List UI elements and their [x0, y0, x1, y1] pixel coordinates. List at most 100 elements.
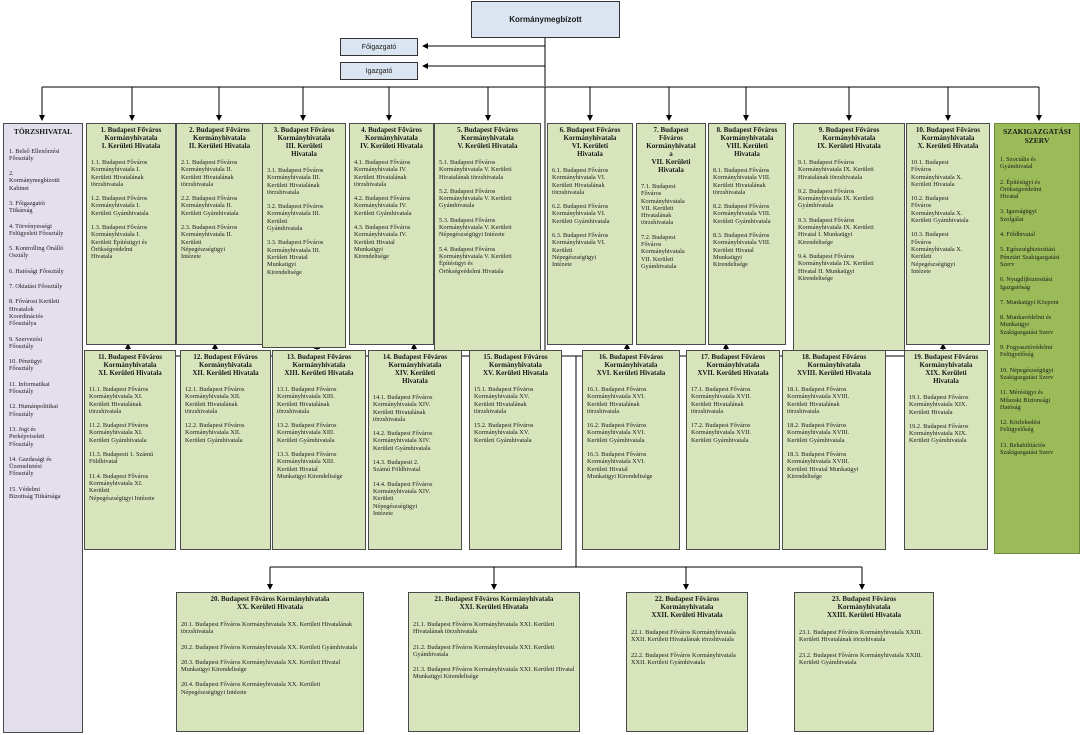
district-office-item: 2.3. Budapest Főváros Kormányhivatala II… [181, 224, 238, 261]
district-office-item: 6.1. Budapest Főváros Kormányhivatala VI… [552, 167, 609, 196]
district-office-item: 18.1. Budapest Főváros Kormányhivatala X… [787, 386, 850, 415]
district-office-item: 16.1. Budapest Főváros Kormányhivatala X… [587, 386, 647, 415]
district-office-item: 13.1. Budapest Főváros Kormányhivatala X… [277, 386, 337, 415]
district-office-title: 19. Budapest Főváros Kormányhivatala XIX… [913, 353, 979, 385]
district-office-title: 21. Budapest Főváros Kormányhivatala XXI… [434, 595, 554, 611]
torzshivatal-item: 1. Belső Ellenőrzési Főosztály [9, 147, 60, 162]
district-office-title: 10. Budapest Főváros Kormányhivatala X. … [915, 126, 981, 150]
district-office-item: 8.3. Budapest Főváros Kormányhivatala VI… [713, 232, 771, 269]
district-office-item: 20.4. Budapest Főváros Kormányhivatala X… [181, 681, 321, 696]
district-office-item: 13.3. Budapest Főváros Kormányhivatala X… [277, 451, 343, 480]
torzshivatal-box: TÖRZSHIVATAL 1. Belső Ellenőrzési Főoszt… [3, 123, 83, 733]
district-office-item: 20.1. Budapest Főváros Kormányhivatala X… [181, 621, 353, 636]
district-office-title: 16. Budapest Főváros Kormányhivatala XVI… [596, 353, 666, 377]
district-office-item: 3.3. Budapest Főváros Kormányhivatala II… [267, 239, 324, 276]
district-office-items: 13.1. Budapest Főváros Kormányhivatala X… [273, 377, 365, 480]
district-office-item: 14.4. Budapest Főváros Kormányhivatala X… [373, 480, 433, 517]
district-office-item: 14.2. Budapest Főváros Kormányhivatala X… [373, 430, 433, 452]
district-office-title: 22. Budapest Főváros Kormányhivatala XXI… [651, 595, 723, 619]
district-office-box: 22. Budapest Főváros Kormányhivatala XXI… [626, 592, 748, 732]
fofigazgato-label: Főigazgató [361, 43, 397, 51]
szakigazgatasi-item: 8. Munkavédelmi és Munkaügyi Szakigazgat… [1000, 314, 1054, 336]
district-office-title: 23. Budapest Főváros Kormányhivatala XXI… [826, 595, 902, 619]
district-office-title: 6. Budapest Főváros Kormányhivatala VI. … [559, 126, 621, 158]
district-office-item: 15.1. Budapest Főváros Kormányhivatala X… [474, 386, 534, 415]
district-office-items: 20.1. Budapest Főváros Kormányhivatala X… [177, 611, 363, 696]
district-office-item: 8.1. Budapest Főváros Kormányhivatala VI… [713, 167, 771, 196]
district-office-items: 19.1. Budapest Főváros Kormányhivatala X… [905, 385, 987, 445]
torzshivatal-item: 7. Oktatási Főosztály [9, 283, 63, 291]
district-office-title: 15. Budapest Főváros Kormányhivatala XV.… [482, 353, 548, 377]
district-office-item: 17.2. Budapest Főváros Kormányhivatala X… [691, 422, 752, 444]
district-office-item: 4.1. Budapest Főváros Kormányhivatala IV… [354, 159, 411, 188]
district-office-item: 11.3. Budapesti 1. Számú Földhivatal [89, 451, 154, 466]
district-office-item: 10.1. Budapest Főváros Kormányhivatala X… [911, 159, 963, 188]
district-office-item: 11.1. Budapest Főváros Kormányhivatala X… [89, 386, 149, 415]
district-office-item: 5.2. Budapest Főváros Kormányhivatala V.… [439, 187, 512, 210]
torzshivatal-item: 13. Jogi és Perképviseleti Főosztály [9, 425, 45, 448]
district-office-item: 9.3. Budapest Főváros Kormányhivatala IX… [798, 216, 874, 246]
szakigazgatasi-item: 6. Nyugdíjbiztosítási Igazgatóság [1000, 276, 1053, 291]
district-office-box: 4. Budapest Főváros Kormányhivatala IV. … [349, 123, 434, 345]
district-office-box: 11. Budapest Főváros Kormányhivatala XI.… [84, 350, 176, 550]
district-office-box: 21. Budapest Főváros Kormányhivatala XXI… [408, 592, 580, 732]
district-office-box: 13. Budapest Főváros Kormányhivatala XII… [272, 350, 366, 550]
district-office-box: 14. Budapest Főváros Kormányhivatala XIV… [368, 350, 462, 550]
district-office-item: 11.4. Budapest Főváros Kormányhivatala X… [89, 472, 155, 502]
district-office-title: 11. Budapest Főváros Kormányhivatala XI.… [98, 353, 162, 377]
szakigazgatasi-item: 13. Rehabilitációs Szakigazgatási Szerv [1000, 441, 1054, 457]
district-office-box: 8. Budapest Főváros Kormányhivatala VIII… [708, 123, 786, 345]
torzshivatal-item: 5. Kontrolling Önálló Osztály [9, 245, 64, 260]
district-office-box: 1. Budapest Főváros Kormányhivatala I. K… [86, 123, 176, 345]
szakigazgatasi-item: 1. Szociális és Gyámhivatal [1000, 156, 1036, 171]
district-office-item: 3.2. Budapest Főváros Kormányhivatala II… [267, 203, 324, 233]
district-office-item: 20.3. Budapest Főváros Kormányhivatala X… [181, 658, 341, 674]
district-office-items: 5.1. Budapest Főváros Kormányhivatala V.… [435, 150, 540, 275]
district-office-title: 1. Budapest Főváros Kormányhivatala I. K… [100, 126, 162, 150]
igazgato-box: Igazgató [340, 62, 418, 80]
szakigazgatasi-box: SZAKIGAZGATÁSI SZERV 1. Szociális és Gyá… [994, 123, 1080, 554]
district-office-box: 23. Budapest Főváros Kormányhivatala XXI… [794, 592, 934, 732]
torzshivatal-item: 8. Fővárosi Kerületi Hivatalok Koordinác… [9, 298, 60, 328]
district-office-title: 4. Budapest Főváros Kormányhivatala IV. … [360, 126, 423, 150]
torzshivatal-item: 3. Főigazgatói Titkárság [9, 199, 46, 215]
district-office-item: 10.3. Budapest Főváros Kormányhivatala X… [911, 231, 963, 275]
district-office-items: 21.1. Budapest Főváros Kormányhivatala X… [409, 611, 579, 681]
district-office-box: 3. Budapest Főváros Kormányhivatala III.… [262, 123, 346, 348]
district-office-item: 9.2. Budapest Főváros Kormányhivatala IX… [798, 187, 874, 210]
district-office-items: 16.1. Budapest Főváros Kormányhivatala X… [583, 377, 679, 480]
district-office-item: 1.1. Budapest Főváros Kormányhivatala I.… [91, 159, 148, 188]
district-office-item: 15.2. Budapest Főváros Kormányhivatala X… [474, 422, 534, 444]
district-office-title: 18. Budapest Főváros Kormányhivatala XVI… [796, 353, 872, 377]
district-office-title: 3. Budapest Főváros Kormányhivatala III.… [273, 126, 335, 158]
torzshivatal-item: 4. Törvényességi Felügyeleti Főosztály [9, 222, 64, 237]
district-office-box: 12. Budapest Főváros Kormányhivatala XII… [180, 350, 271, 550]
district-office-items: 18.1. Budapest Főváros Kormányhivatala X… [783, 377, 885, 480]
district-office-box: 17. Budapest Főváros Kormányhivatala XVI… [686, 350, 780, 550]
district-office-item: 18.2. Budapest Főváros Kormányhivatala X… [787, 422, 850, 444]
district-office-item: 13.2. Budapest Főváros Kormányhivatala X… [277, 422, 337, 444]
district-office-title: 12. Budapest Főváros Kormányhivatala XII… [192, 353, 259, 377]
district-office-items: 10.1. Budapest Főváros Kormányhivatala X… [907, 150, 989, 275]
szakigazgatasi-item: 7. Munkaügyi Központ [1000, 298, 1059, 306]
district-office-title: 14. Budapest Főváros Kormányhivatala XIV… [382, 353, 448, 385]
district-office-item: 21.1. Budapest Főváros Kormányhivatala X… [413, 621, 555, 636]
district-office-box: 15. Budapest Főváros Kormányhivatala XV.… [469, 350, 562, 550]
district-office-item: 12.1. Budapest Főváros Kormányhivatala X… [185, 386, 245, 415]
district-office-title: 5. Budapest Főváros Kormányhivatala V. K… [457, 126, 518, 150]
district-office-item: 21.2. Budapest Főváros Kormányhivatala X… [413, 643, 555, 658]
district-office-item: 3.1. Budapest Főváros Kormányhivatala II… [267, 167, 324, 196]
district-office-item: 18.3. Budapest Főváros Kormányhivatala X… [787, 451, 859, 480]
district-office-items: 12.1. Budapest Főváros Kormányhivatala X… [181, 377, 270, 444]
district-office-item: 23.1. Budapest Főváros Kormányhivatala X… [799, 629, 923, 644]
district-office-items: 11.1. Budapest Főváros Kormányhivatala X… [85, 377, 175, 502]
torzshivatal-item: 6. Hatósági Főosztály [9, 267, 64, 275]
district-office-title: 13. Budapest Főváros Kormányhivatala XII… [284, 353, 354, 377]
district-office-item: 9.4. Budapest Főváros Kormányhivatala IX… [798, 252, 874, 282]
district-office-box: 10. Budapest Főváros Kormányhivatala X. … [906, 123, 990, 345]
district-office-items: 1.1. Budapest Főváros Kormányhivatala I.… [87, 150, 175, 261]
torzshivatal-item: 11. Informatikai Főosztály [9, 380, 50, 396]
district-office-items: 22.1. Budapest Főváros Kormányhivatala X… [627, 619, 747, 666]
district-office-box: 2. Budapest Főváros Kormányhivatala II. … [176, 123, 263, 345]
district-office-item: 14.1. Budapest Főváros Kormányhivatala X… [373, 394, 433, 423]
